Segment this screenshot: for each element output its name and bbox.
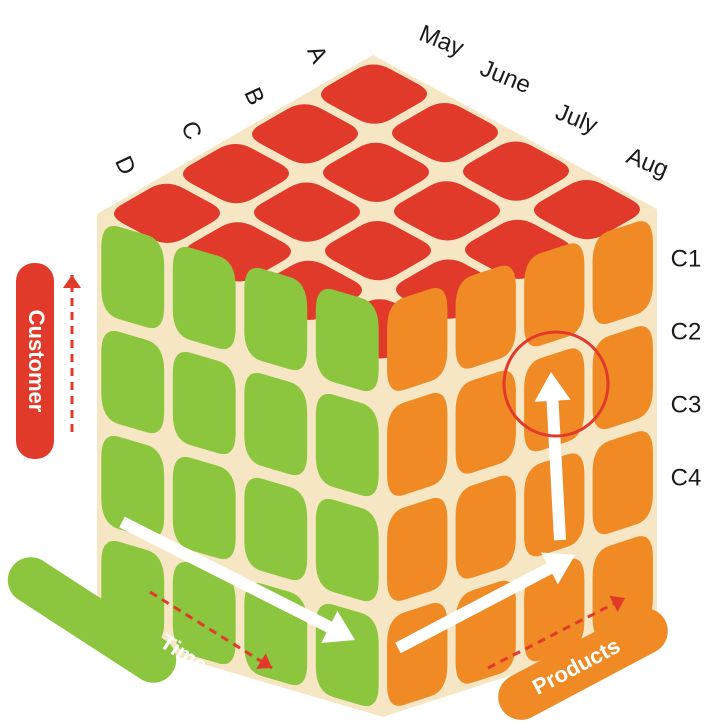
month-label: May	[415, 20, 467, 62]
customer-dashed-arrow	[63, 275, 81, 432]
left-face-cell	[316, 394, 379, 496]
right-face-cell	[387, 288, 447, 391]
right-face-cell	[387, 498, 447, 601]
top-label: B	[238, 84, 269, 110]
left-face-cell	[244, 268, 307, 370]
right-face-cell	[387, 393, 447, 496]
left-face-cell	[173, 247, 236, 349]
customer-label: Customer	[24, 310, 49, 413]
left-face-cell	[101, 331, 164, 433]
left-face-cell	[173, 457, 236, 559]
left-face-cell	[316, 499, 379, 601]
left-face-cell	[101, 226, 164, 328]
row-label: C1	[671, 245, 702, 272]
right-face-cell	[593, 221, 653, 324]
month-label: Aug	[623, 142, 673, 183]
row-label: C2	[671, 318, 702, 345]
left-face-cell	[173, 352, 236, 454]
right-face-cell	[456, 371, 516, 474]
right-face-cell	[456, 266, 516, 369]
left-face-cell	[244, 373, 307, 475]
top-label: D	[109, 152, 141, 179]
row-label: C3	[671, 391, 702, 418]
month-label: June	[476, 55, 534, 100]
right-face-cell	[593, 431, 653, 534]
right-face-cell	[456, 476, 516, 579]
top-label: C	[175, 117, 207, 144]
left-face-cell	[316, 289, 379, 391]
left-face-cell	[244, 478, 307, 580]
cube	[97, 55, 657, 718]
top-label: A	[301, 42, 332, 68]
month-label: July	[552, 98, 602, 139]
right-face-cell	[387, 603, 447, 706]
right-face-cell	[593, 326, 653, 429]
customer-pill: Customer	[16, 263, 54, 459]
row-label: C4	[671, 464, 702, 491]
